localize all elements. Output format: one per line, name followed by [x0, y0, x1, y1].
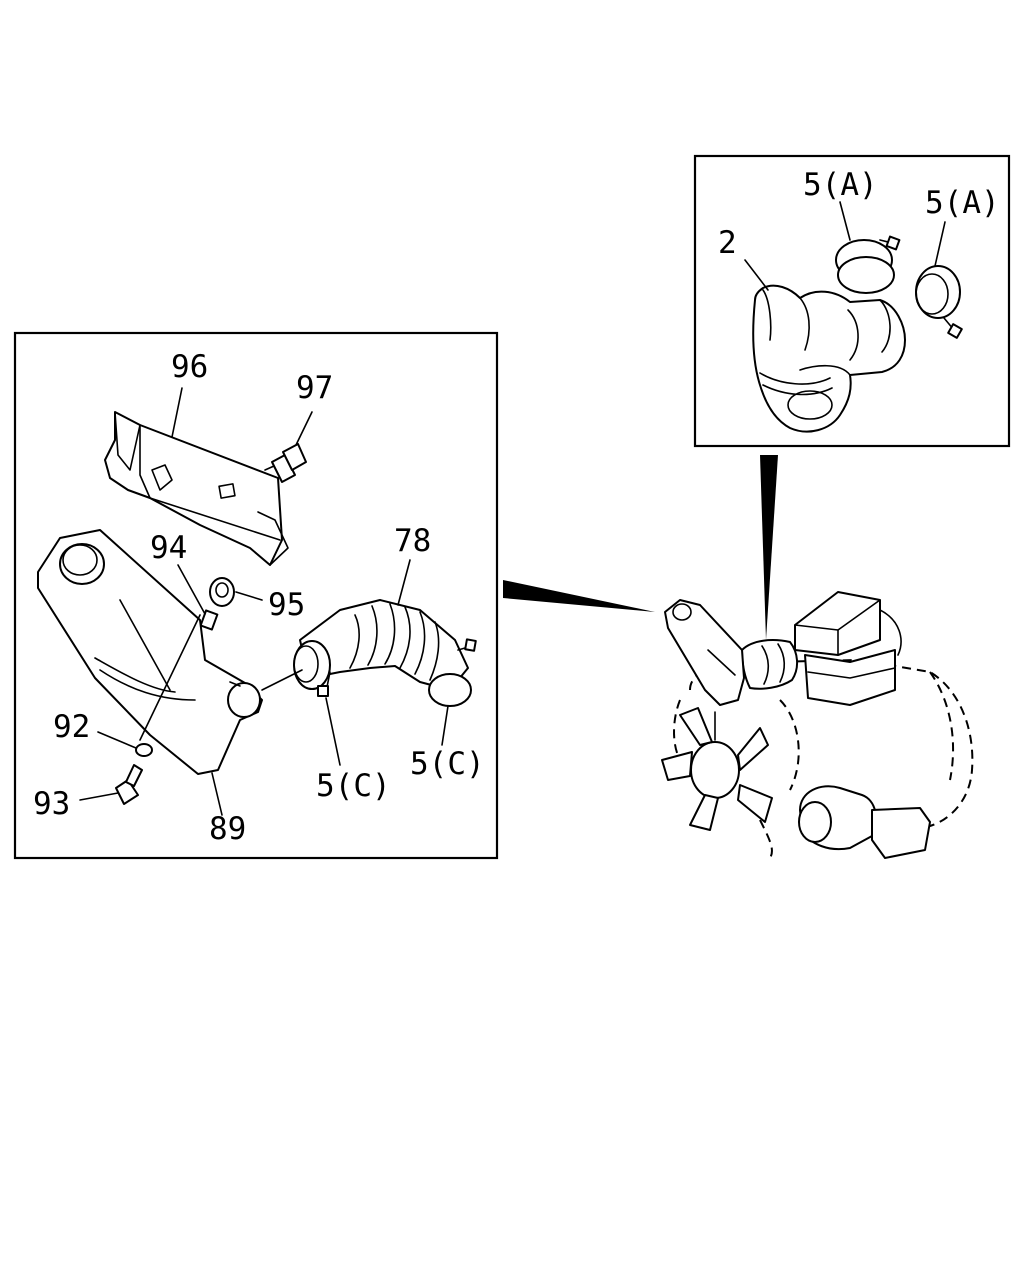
label-5a-1: 5(A)	[803, 167, 878, 203]
leader-97	[295, 411, 313, 446]
label-95: 95	[268, 587, 305, 623]
cooling-fan	[661, 707, 773, 831]
leader-5c-1	[325, 697, 341, 766]
label-5c-1: 5(C)	[316, 768, 391, 804]
hose-clamp-c2	[428, 638, 477, 707]
bolt-97	[264, 443, 307, 483]
alternator	[798, 785, 931, 859]
leader-5a-1	[839, 201, 851, 241]
collar-94	[199, 609, 219, 631]
label-2: 2	[718, 225, 737, 261]
detail-frame-left	[13, 331, 499, 860]
pointer-left	[503, 580, 655, 612]
label-89: 89	[209, 811, 246, 847]
leader-connect	[261, 669, 303, 691]
detail-box-left: 96 97 94 95 78 92 93 89 5(C) 5(C)	[13, 331, 499, 860]
label-5a-2: 5(A)	[925, 185, 1000, 221]
leader-2	[744, 259, 769, 291]
engine-hose	[741, 639, 798, 690]
leader-78	[397, 559, 411, 606]
air-cleaner-box	[794, 591, 902, 706]
leader-93	[79, 792, 119, 801]
label-96: 96	[171, 349, 208, 385]
pointer-top	[760, 455, 778, 640]
label-93: 93	[33, 786, 70, 822]
mounting-bracket	[104, 411, 289, 566]
bolt-93	[115, 764, 143, 805]
leader-96	[171, 387, 183, 438]
detail-box-top: 2 5(A) 5(A)	[693, 154, 1011, 448]
leader-94	[177, 564, 206, 615]
intake-hose-78	[293, 599, 469, 693]
air-hose-elbow	[752, 284, 906, 433]
washer-92	[135, 743, 153, 757]
rubber-mount-95	[209, 577, 235, 607]
hose-clamp-a1	[835, 235, 901, 294]
engine-resonator	[664, 599, 745, 706]
engine-overview	[661, 591, 974, 859]
leader-5c-2	[441, 705, 449, 746]
detail-frame-top	[693, 154, 1011, 448]
leader-92	[97, 731, 137, 749]
leader-5a-2	[934, 221, 946, 267]
label-92: 92	[53, 709, 90, 745]
hose-clamp-a2	[915, 265, 963, 339]
clamp-screw-c1	[317, 685, 329, 697]
leader-bolt-path	[139, 614, 201, 741]
label-94: 94	[150, 530, 187, 566]
label-78: 78	[394, 523, 431, 559]
leader-89	[211, 772, 223, 816]
resonator-box	[37, 529, 263, 775]
label-5c-2: 5(C)	[410, 746, 485, 782]
leader-95	[235, 591, 263, 601]
label-97: 97	[296, 370, 333, 406]
